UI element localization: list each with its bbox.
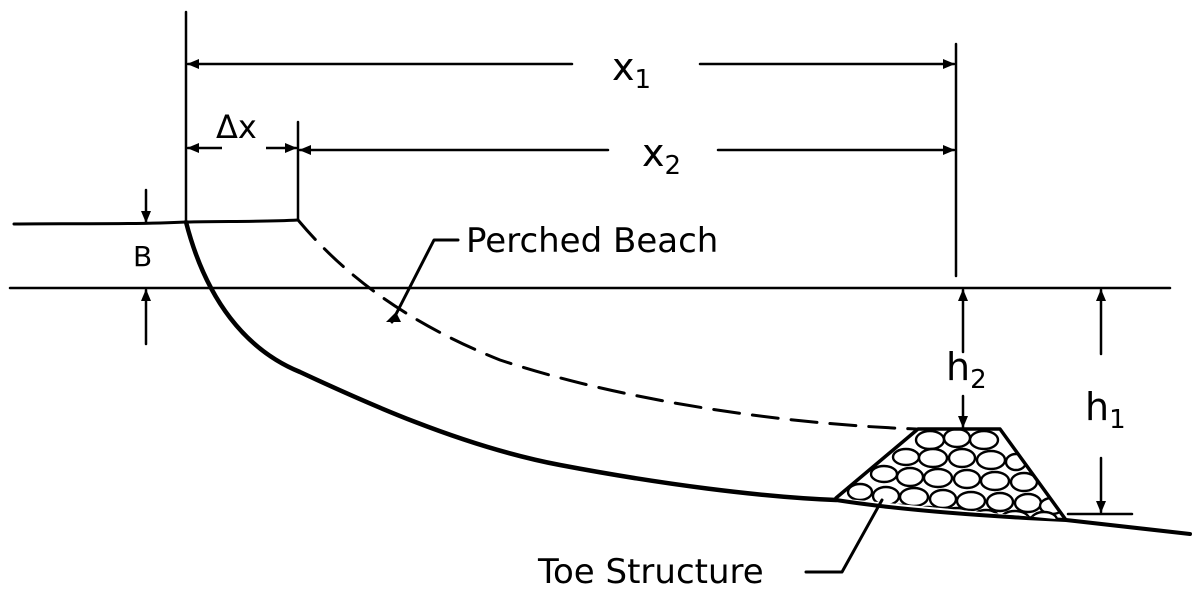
- b-label: B: [133, 240, 152, 273]
- x1-label: x1: [612, 45, 651, 95]
- natural-profile-line: [183, 219, 839, 503]
- dx-label: Δx: [216, 108, 257, 146]
- toe-structure-outline: [834, 427, 1068, 522]
- x2-label: x2: [642, 131, 681, 181]
- toe-structure-label: Toe Structure: [537, 552, 764, 592]
- perched-beach-label: Perched Beach: [466, 221, 718, 261]
- h1-label: h1: [1085, 385, 1126, 435]
- perched-beach-profile-dashed: [296, 218, 918, 431]
- seabed-line: [834, 498, 1192, 536]
- perched-beach-leader: [390, 238, 460, 324]
- berm-crest-line: [12, 218, 300, 226]
- h2-label: h2: [946, 345, 987, 395]
- toe-structure-leader: [804, 498, 884, 574]
